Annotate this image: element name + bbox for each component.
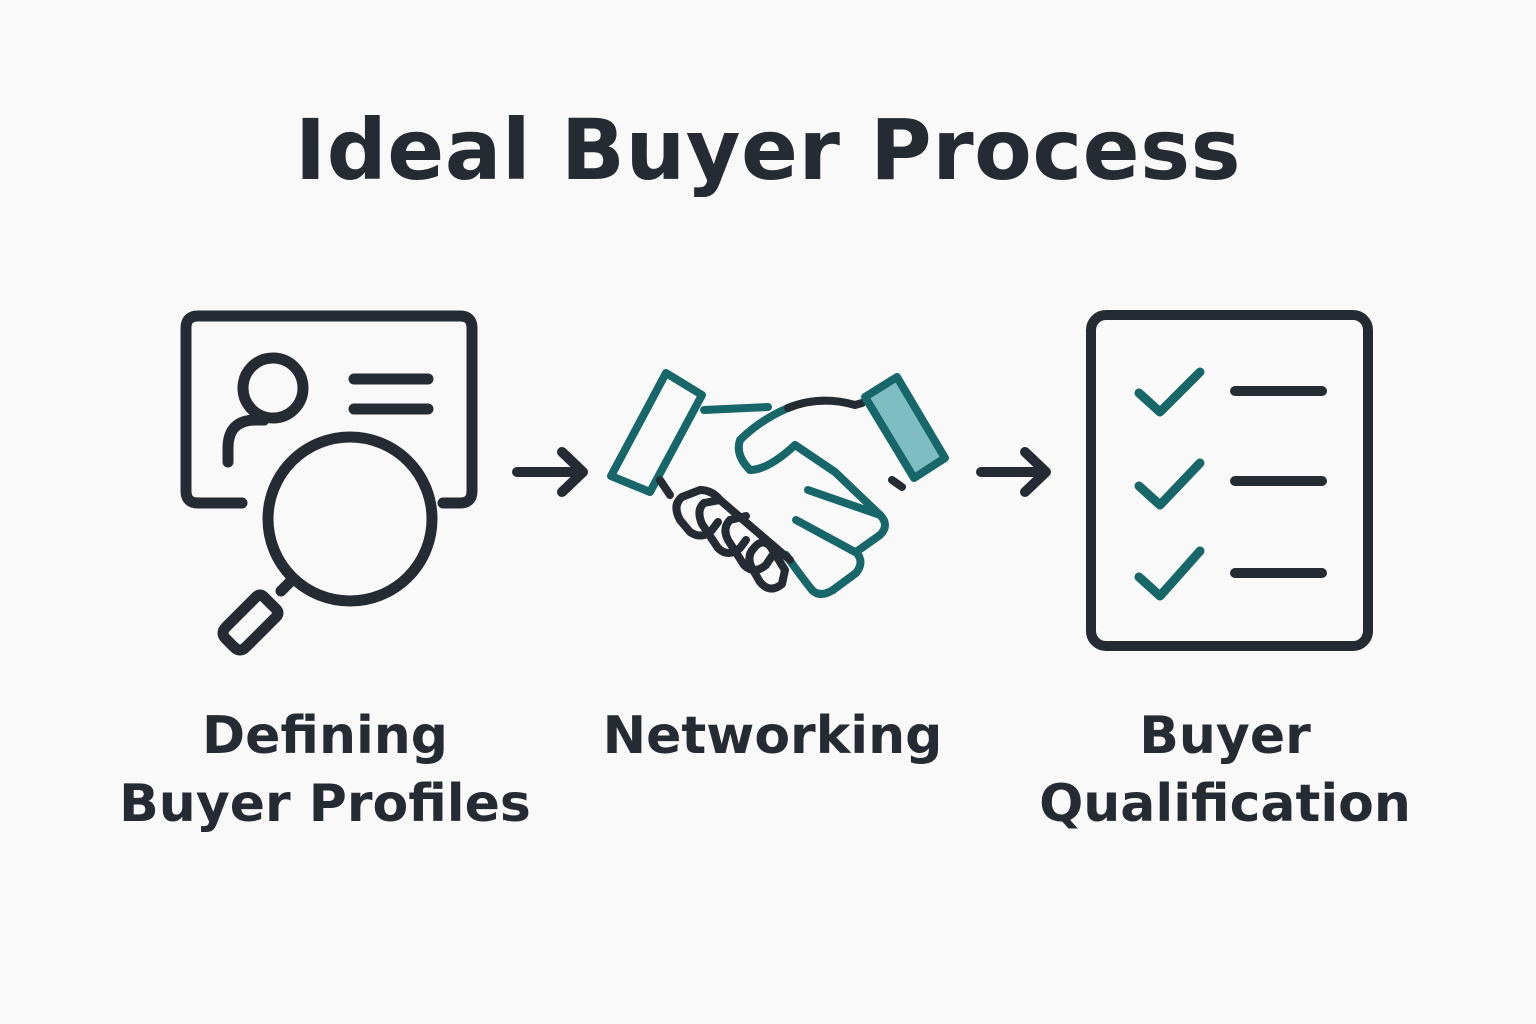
step-label-buyer-qualification: Buyer Qualification — [1020, 702, 1430, 838]
checklist-icon — [1086, 310, 1373, 651]
profile-search-icon — [180, 310, 478, 656]
step-label-line: Buyer — [1139, 706, 1311, 766]
arrow-right-icon — [976, 447, 1051, 497]
step-label-defining-buyer-profiles: Defining Buyer Profiles — [110, 702, 540, 838]
step-label-line: Qualification — [1039, 774, 1411, 834]
step-label-line: Defining — [201, 706, 449, 766]
handshake-icon — [607, 369, 949, 598]
step-label-line: Buyer Profiles — [119, 774, 531, 834]
arrow-right-icon — [512, 447, 588, 497]
step-label-networking: Networking — [580, 702, 965, 770]
step-label-line: Networking — [602, 706, 943, 766]
diagram-title: Ideal Buyer Process — [294, 101, 1242, 199]
